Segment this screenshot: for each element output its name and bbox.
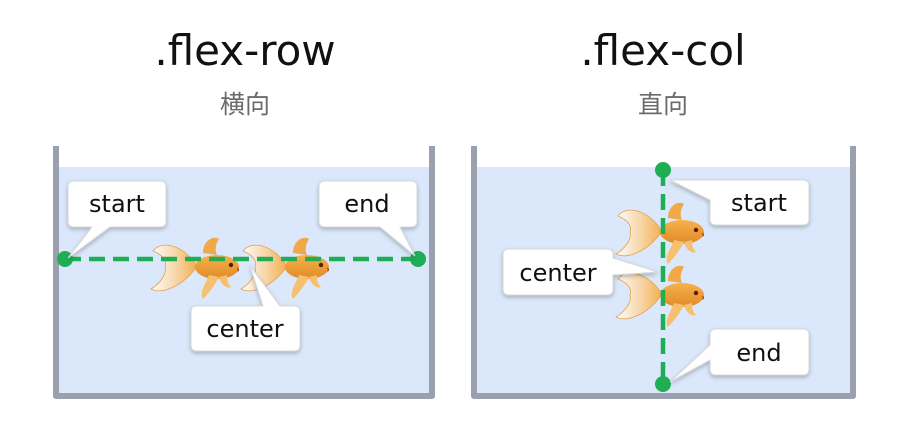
callout-center (502, 248, 659, 296)
callout-center (190, 265, 301, 352)
flex-row-title: .flex-row (154, 26, 336, 75)
callout-end-label: end (344, 190, 389, 218)
flex-row-subtitle: 横向 (219, 90, 270, 119)
callout-center-label: center (519, 259, 596, 287)
axis-start-dot (655, 162, 671, 178)
axis-start-dot (57, 251, 73, 267)
flex-col-subtitle: 直向 (637, 90, 688, 119)
axis-end-dot (655, 376, 671, 392)
tank-walls (53, 146, 435, 399)
callout-start (669, 179, 810, 226)
flex-col-title: .flex-col (580, 26, 746, 75)
callout-start-label: start (731, 189, 787, 217)
callout-end-label: end (736, 339, 781, 367)
callout-end (318, 180, 418, 257)
callout-start-label: start (89, 190, 145, 218)
callout-end (669, 328, 810, 383)
callout-center-label: center (206, 315, 283, 343)
callout-start (67, 180, 167, 259)
tank-walls (471, 146, 856, 399)
